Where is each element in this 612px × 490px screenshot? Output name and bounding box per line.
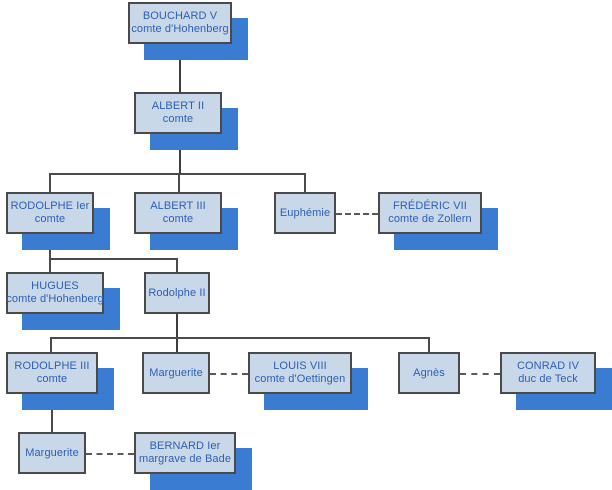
marriage-link-euphemie-frederic7 (336, 213, 378, 215)
node-label-line1: Marguerite (149, 366, 203, 379)
node-label-line1: BERNARD Ier (149, 440, 221, 452)
sibling-bar-generation-5 (50, 337, 429, 339)
node-label-line1: RODOLPHE Ier (10, 200, 90, 212)
node-label-line2: margrave de Bade (138, 453, 232, 465)
connector-down-agnes (428, 337, 430, 352)
connector-albert2-down (179, 134, 181, 174)
node-label-line1: Agnès (413, 366, 445, 379)
node-label-line2: duc de Teck (518, 373, 578, 385)
node-albert3[interactable]: ALBERT III comte (134, 192, 222, 234)
node-label-line1: BOUCHARD V (142, 10, 218, 22)
node-label-line2: comte d'Hohenberg (131, 23, 229, 35)
connector-down-rodolphe3 (50, 337, 52, 352)
node-frederic7[interactable]: FRÉDÉRIC VII comte de Zollern (378, 192, 482, 234)
node-label-line2: comte d'Oettingen (254, 373, 346, 385)
connector-rodolphe2-down (176, 314, 178, 352)
node-label-line1: Euphémie (279, 206, 331, 219)
node-label-line2: comte (36, 373, 68, 385)
connector-down-albert3 (178, 173, 180, 192)
node-bouchard5[interactable]: BOUCHARD V comte d'Hohenberg (128, 2, 232, 44)
sibling-bar-generation-3 (49, 173, 306, 175)
node-marguerite-1[interactable]: Marguerite (142, 352, 210, 394)
node-label-line2: comte (162, 113, 194, 125)
node-label-line2: comte de Zollern (388, 213, 472, 225)
connector-down-rodolphe1 (49, 173, 51, 192)
node-label-line1: Rodolphe II (148, 286, 206, 299)
node-bernard1[interactable]: BERNARD Ier margrave de Bade (134, 432, 236, 474)
connector-rodolphe3-marguerite2 (51, 394, 53, 432)
node-label-line2: comte (34, 213, 66, 225)
connector-down-euphemie (304, 173, 306, 192)
node-label-line1: RODOLPHE III (14, 360, 90, 372)
node-agnes[interactable]: Agnès (398, 352, 460, 394)
node-label-line1: Marguerite (25, 446, 79, 459)
node-label-line1: ALBERT III (150, 200, 206, 212)
node-label-line2: comte d'Hohenberg (6, 293, 104, 305)
node-label-line1: ALBERT II (151, 100, 205, 112)
sibling-bar-generation-4 (49, 258, 178, 260)
node-rodolphe1[interactable]: RODOLPHE Ier comte (6, 192, 94, 234)
node-label-line1: HUGUES (31, 280, 79, 292)
node-conrad4[interactable]: CONRAD IV duc de Teck (500, 352, 596, 394)
node-label-line1: FRÉDÉRIC VII (393, 200, 467, 212)
node-albert2[interactable]: ALBERT II comte (134, 92, 222, 134)
connector-bouchard5-albert2 (179, 44, 181, 92)
node-marguerite-2[interactable]: Marguerite (18, 432, 86, 474)
marriage-link-marguerite1-louis8 (210, 373, 248, 375)
node-label-line2: comte (162, 213, 194, 225)
node-euphemie[interactable]: Euphémie (274, 192, 336, 234)
node-label-line1: CONRAD IV (516, 360, 580, 372)
node-louis8[interactable]: LOUIS VIII comte d'Oettingen (248, 352, 352, 394)
node-rodolphe2[interactable]: Rodolphe II (144, 272, 210, 314)
connector-rodolphe1-down (49, 234, 51, 272)
marriage-link-marguerite2-bernard1 (86, 453, 134, 455)
node-label-line1: LOUIS VIII (273, 360, 327, 372)
connector-down-rodolphe2 (176, 258, 178, 272)
node-hugues[interactable]: HUGUES comte d'Hohenberg (6, 272, 104, 314)
marriage-link-agnes-conrad4 (460, 373, 500, 375)
node-rodolphe3[interactable]: RODOLPHE III comte (6, 352, 98, 394)
